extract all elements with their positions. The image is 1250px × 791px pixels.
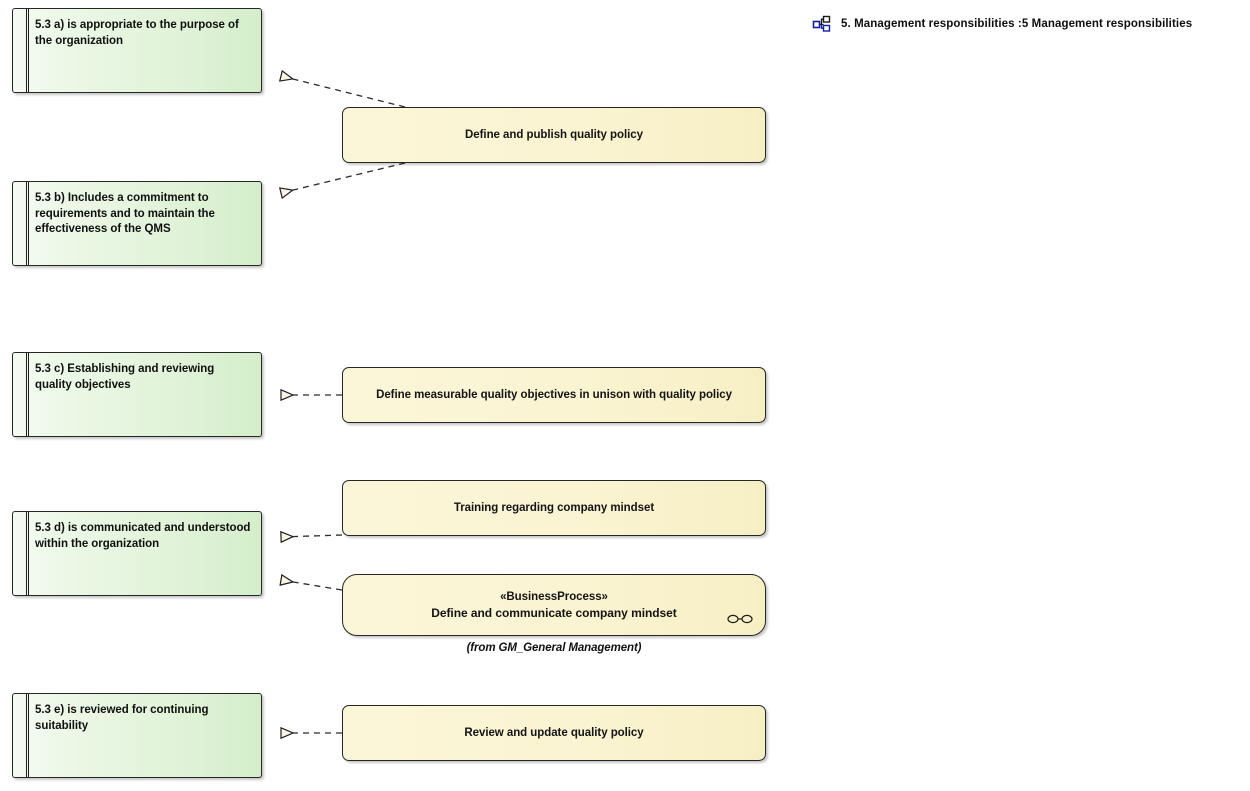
activity-node-define-publish-quality-policy[interactable]: Define and publish quality policy — [342, 107, 766, 163]
connector-define-publish-policy-to-5-3-b — [281, 162, 406, 193]
business-process-source-caption: (from GM_General Management) — [466, 642, 642, 654]
requirement-accent-bar — [26, 694, 29, 777]
requirement-label: 5.3 b) Includes a commitment to requirem… — [35, 192, 215, 235]
requirement-label: 5.3 e) is reviewed for continuing suitab… — [35, 704, 209, 732]
requirement-node-5-3-a[interactable]: 5.3 a) is appropriate to the purpose of … — [12, 8, 262, 93]
business-process-node-define-communicate-company-mindset[interactable]: «BusinessProcess» Define and communicate… — [342, 574, 766, 636]
diagram-header: 5. Management responsibilities :5 Manage… — [812, 15, 1192, 33]
connector-training-mindset-to-5-3-d — [281, 535, 343, 537]
activity-label: Training regarding company mindset — [453, 501, 655, 514]
activity-node-define-measurable-quality-objectives[interactable]: Define measurable quality objectives in … — [342, 367, 766, 423]
business-process-label: «BusinessProcess» Define and communicate… — [405, 590, 703, 621]
connector-define-communicate-mindset-to-5-3-d — [281, 580, 343, 591]
activity-label: Define and publish quality policy — [465, 128, 643, 141]
stereotype-label: «BusinessProcess» — [500, 590, 608, 603]
activity-node-training-regarding-company-mindset[interactable]: Training regarding company mindset — [342, 480, 766, 536]
requirement-node-5-3-b[interactable]: 5.3 b) Includes a commitment to requirem… — [12, 181, 262, 266]
activity-label: Review and update quality policy — [464, 726, 644, 739]
requirement-label: 5.3 d) is communicated and understood wi… — [35, 522, 251, 550]
activity-label: Define measurable quality objectives in … — [376, 388, 732, 401]
business-process-name: Define and communicate company mindset — [431, 605, 677, 620]
diagram-title: 5. Management responsibilities :5 Manage… — [841, 18, 1193, 30]
requirement-node-5-3-c[interactable]: 5.3 c) Establishing and reviewing qualit… — [12, 352, 262, 437]
requirement-node-5-3-d[interactable]: 5.3 d) is communicated and understood wi… — [12, 511, 262, 596]
connector-define-publish-policy-to-5-3-a — [281, 76, 406, 108]
requirement-node-5-3-e[interactable]: 5.3 e) is reviewed for continuing suitab… — [12, 693, 262, 778]
requirement-label: 5.3 a) is appropriate to the purpose of … — [35, 19, 239, 47]
requirement-label: 5.3 c) Establishing and reviewing qualit… — [35, 363, 215, 391]
requirement-accent-bar — [26, 9, 29, 92]
activity-node-review-update-quality-policy[interactable]: Review and update quality policy — [342, 705, 766, 761]
requirement-accent-bar — [26, 182, 29, 265]
process-marker-icon — [727, 614, 753, 624]
diagram-hierarchy-icon — [812, 15, 831, 32]
requirement-accent-bar — [26, 353, 29, 436]
requirement-accent-bar — [26, 512, 29, 595]
